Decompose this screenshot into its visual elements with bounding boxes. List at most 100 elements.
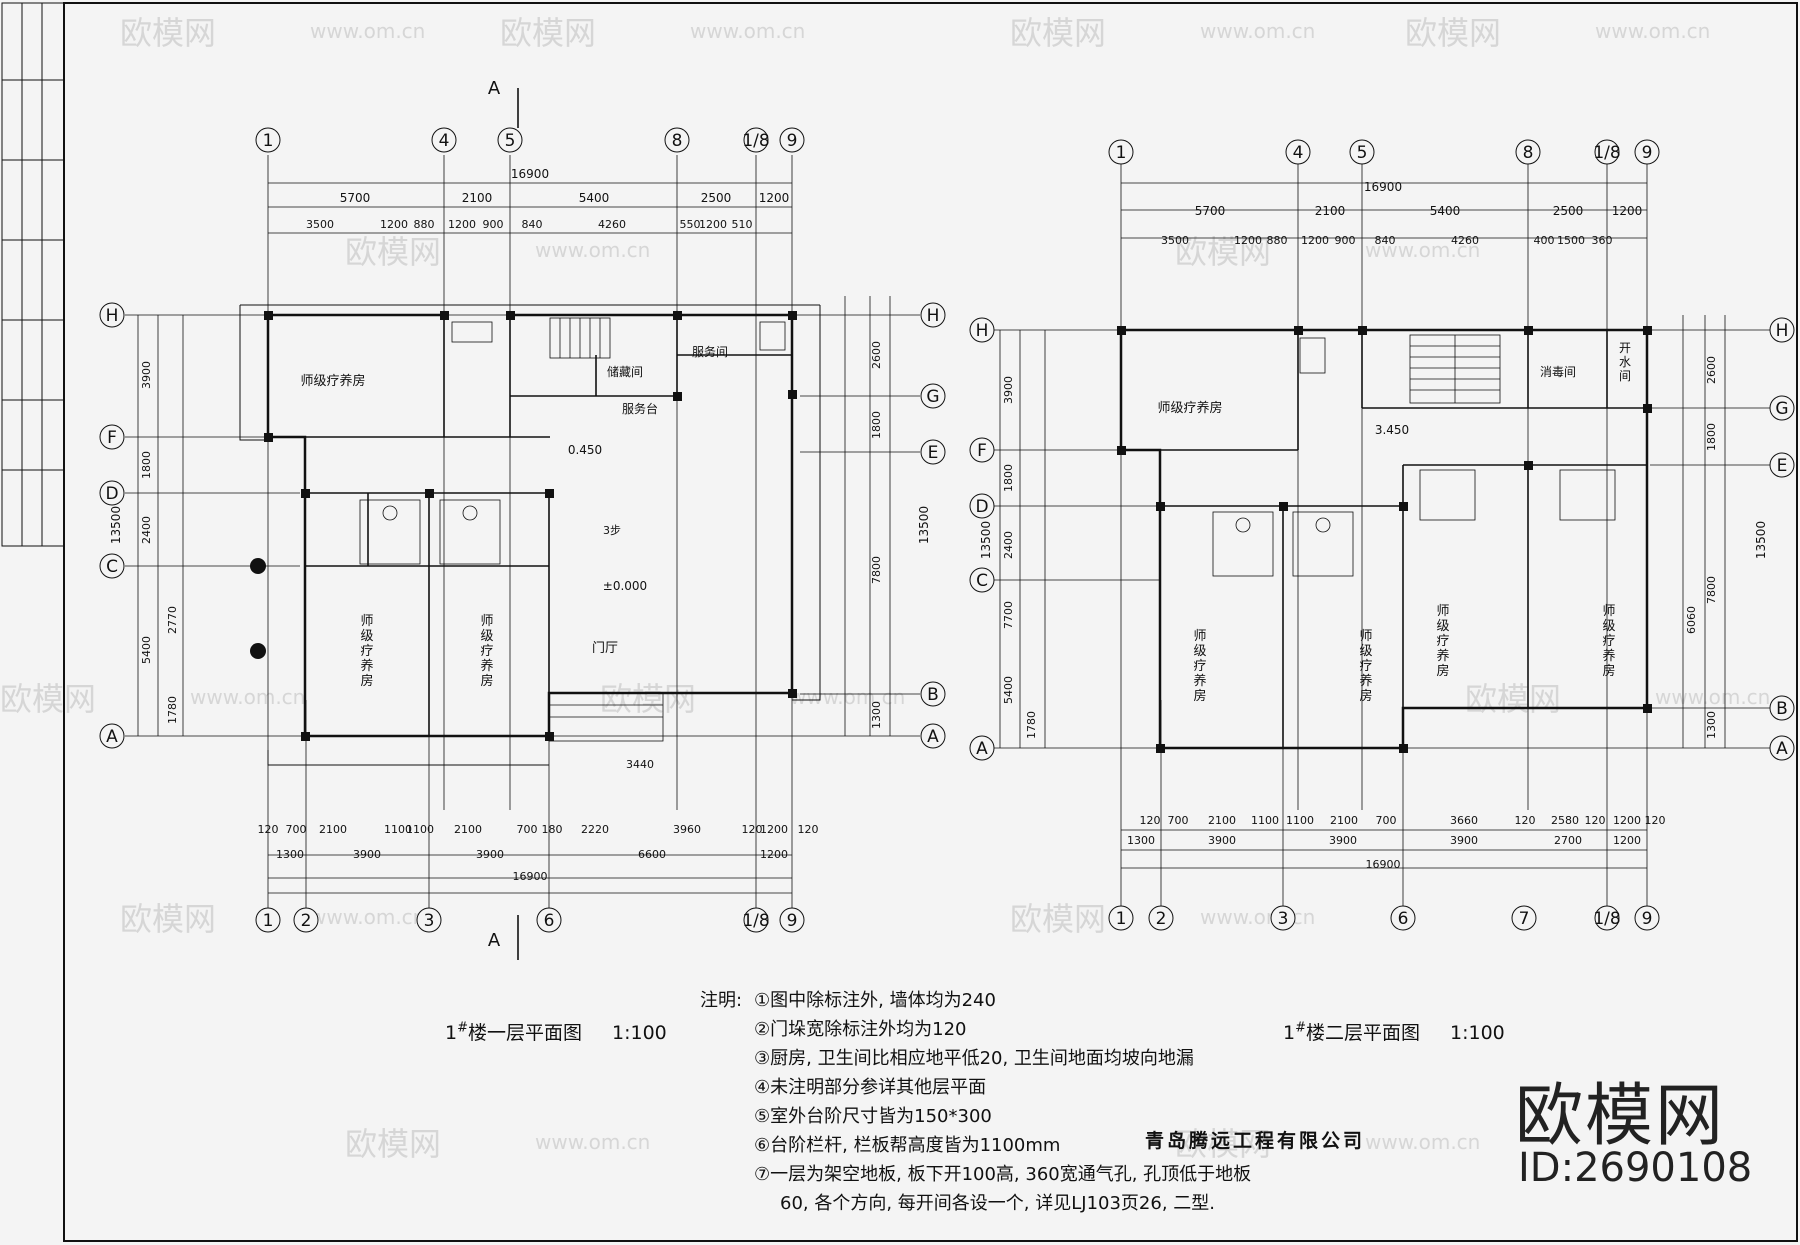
plan2-title-scale: 1:100	[1450, 1022, 1505, 1044]
dimension-label: 1200	[1234, 234, 1262, 247]
watermark-text: 欧模网	[120, 14, 216, 52]
axis-bubble	[1634, 139, 1660, 165]
axis-bubble	[99, 302, 125, 328]
section-mark: A	[488, 78, 501, 99]
axis-bubble	[255, 907, 281, 933]
plan2-horizontal-axes	[985, 329, 1770, 749]
axis-bubble-left: H	[106, 306, 119, 326]
axis-bubble-top: 4	[439, 131, 450, 151]
axis-bubble	[1769, 452, 1795, 478]
room-label-vertical: 疗	[480, 644, 493, 659]
axis-bubble-left: H	[976, 321, 989, 341]
dimension-label: 2100	[319, 823, 347, 836]
axis-bubble-top: 5	[1357, 143, 1368, 163]
room-label-vertical: 养	[1359, 673, 1372, 689]
dimension-label: 1200	[1613, 814, 1641, 827]
axis-bubble-bottom: 1/8	[742, 911, 769, 931]
axis-bubble-right: A	[1776, 739, 1788, 759]
plan2-title-text: 楼二层平面图	[1306, 1022, 1421, 1044]
company-name: 青岛腾远工程有限公司	[1145, 1130, 1366, 1152]
dimension-label: 2400	[140, 516, 153, 544]
axis-bubble	[1594, 139, 1620, 165]
room-label: 消毒间	[1540, 365, 1576, 379]
dimension-label: 5400	[140, 636, 153, 664]
dimension-label: 1200	[1612, 204, 1643, 218]
axis-bubble	[1634, 905, 1660, 931]
dimension-label: 700	[1168, 814, 1189, 827]
watermark-text: 欧模网	[1175, 1125, 1271, 1163]
dimension-label: 1300	[870, 701, 883, 729]
axis-bubble-right: G	[1775, 399, 1788, 419]
room-label-vertical: 疗	[1436, 634, 1449, 649]
watermark-url: www.om.cn	[310, 19, 425, 43]
axis-bubble-bottom: 1	[263, 911, 274, 931]
dimension-label: 1200	[1613, 834, 1641, 847]
axis-bubble-right: E	[928, 443, 939, 463]
dimension-label: 2100	[1208, 814, 1236, 827]
plan2-dimension-lines	[999, 182, 1726, 869]
axis-bubble-bottom: 2	[301, 911, 312, 931]
section-mark: A	[488, 930, 501, 951]
dimension-label: 16900	[1366, 858, 1401, 871]
dimension-label: 5400	[1430, 204, 1461, 218]
dimension-label: 120	[1585, 814, 1606, 827]
axis-bubble-bottom: 7	[1519, 909, 1530, 929]
plan1-title-building: 1	[445, 1022, 458, 1044]
room-label-vertical: 疗	[360, 644, 373, 659]
axis-bubble	[920, 383, 946, 409]
axis-bubble-left: C	[976, 571, 988, 591]
dimension-label: 3660	[1450, 814, 1478, 827]
dimension-label: 1200	[759, 191, 790, 205]
room-label-vertical: 级	[1359, 644, 1372, 659]
watermark-text: 欧模网	[345, 233, 441, 271]
room-label-vertical: 房	[1602, 663, 1615, 679]
axis-bubble-bottom: 6	[1398, 909, 1409, 929]
watermark-url: www.om.cn	[535, 238, 650, 262]
dimension-label: 900	[483, 218, 504, 231]
dimension-label: 1100	[1251, 814, 1279, 827]
axis-bubble	[920, 302, 946, 328]
dimension-label: 120	[1515, 814, 1536, 827]
plan1-stair	[549, 317, 611, 359]
axis-bubble-left: D	[105, 484, 118, 504]
watermark-text: 欧模网	[1010, 14, 1106, 52]
dimension-label: 7800	[1705, 576, 1718, 604]
axis-bubble	[969, 567, 995, 593]
dimension-label: 2600	[1705, 356, 1718, 384]
watermark-url: www.om.cn	[1200, 19, 1315, 43]
dimension-label: 1300	[1705, 711, 1718, 739]
dimension-label: 3900	[476, 848, 504, 861]
axis-bubble	[99, 553, 125, 579]
dimension-label: 840	[522, 218, 543, 231]
dimension-label: 2220	[581, 823, 609, 836]
dimension-label: 2700	[1554, 834, 1582, 847]
dimension-label: 1800	[140, 451, 153, 479]
axis-bubble-top: 4	[1293, 143, 1304, 163]
dimension-label: 1780	[166, 696, 179, 724]
watermark-url: www.om.cn	[310, 905, 425, 929]
watermark-url: www.om.cn	[1595, 19, 1710, 43]
design-notes: 注明:①图中除标注外, 墙体均为240 ②门垛宽除标注外均为120 ③厨房, 卫…	[700, 986, 1251, 1218]
notes-head: 注明:	[700, 990, 743, 1011]
axis-bubble	[743, 127, 769, 153]
axis-bubble	[920, 681, 946, 707]
axis-bubble-bottom: 9	[1642, 909, 1653, 929]
dimension-label: 1780	[1025, 711, 1038, 739]
note-item: ⑦一层为架空地板, 板下开100高, 360宽通气孔, 孔顶低于地板	[754, 1164, 1252, 1185]
dimension-label: 2400	[1002, 531, 1015, 559]
room-label-vertical: 房	[1359, 688, 1372, 704]
dimension-label: 840	[1375, 234, 1396, 247]
dimension-label: 1200	[380, 218, 408, 231]
dimension-label: 7700	[1002, 601, 1015, 629]
dimension-label: 1100	[406, 823, 434, 836]
axis-bubble-bottom: 1/8	[1593, 909, 1620, 929]
dimension-label: 1100	[1286, 814, 1314, 827]
dimension-label: 3900	[140, 361, 153, 389]
axis-bubble	[99, 424, 125, 450]
dimension-label: 1500	[1557, 234, 1585, 247]
watermark-text: 欧模网	[345, 1125, 441, 1163]
dimension-label: 700	[1376, 814, 1397, 827]
dimension-label: 16900	[513, 870, 548, 883]
axis-bubble-top: 1	[263, 131, 274, 151]
